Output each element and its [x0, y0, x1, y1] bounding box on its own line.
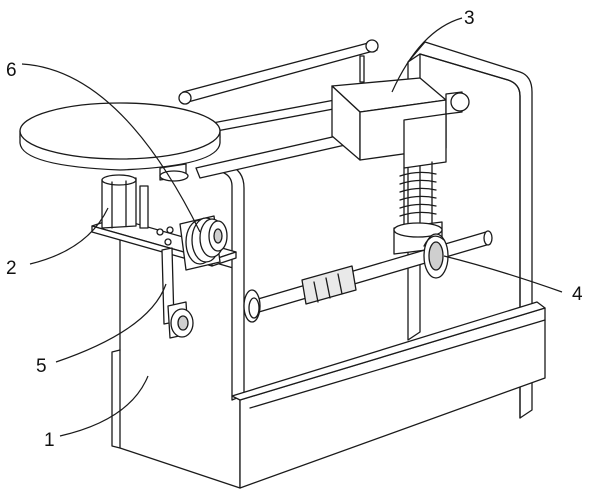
callout-3: 3 — [464, 8, 475, 29]
callout-2: 2 — [6, 258, 17, 279]
rotary-disc — [20, 103, 220, 181]
drive-shaft — [244, 231, 492, 322]
leader-2 — [30, 208, 108, 264]
callout-1: 1 — [44, 430, 55, 451]
callout-5: 5 — [36, 356, 47, 377]
leader-4 — [444, 256, 562, 292]
callout-6: 6 — [6, 60, 17, 81]
callout-4: 4 — [572, 284, 583, 305]
slider-block — [332, 78, 469, 254]
